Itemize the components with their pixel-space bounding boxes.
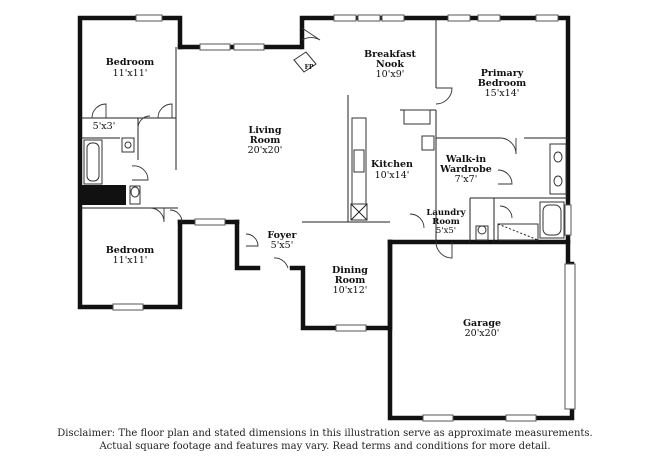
breakfast-name-2: Nook — [376, 59, 404, 70]
living-name-2: Room — [250, 135, 281, 146]
fixtures — [82, 51, 567, 241]
dining-name-1: Dining — [332, 265, 368, 276]
primary-name-1: Primary — [481, 68, 524, 79]
walkin-name-2: Wardrobe — [439, 164, 492, 175]
fireplace-icon — [293, 51, 317, 73]
windows — [112, 14, 576, 422]
garage-name: Garage — [463, 318, 501, 329]
walls — [77, 15, 575, 421]
kitchen-dims: 10'x14' — [375, 170, 410, 181]
room-labels: Bedroom 11'x11' 5'x3' Living Room 20'x20… — [93, 49, 527, 339]
doors — [91, 27, 517, 269]
breakfast-name-1: Breakfast — [364, 49, 416, 60]
laundry-name-2: Room — [432, 217, 459, 227]
laundry-dims: 5'x5' — [436, 226, 456, 236]
disclaimer: Disclaimer: The floor plan and stated di… — [0, 427, 650, 453]
living-name-1: Living — [249, 125, 282, 136]
laundry-name-1: Laundry — [426, 208, 466, 218]
walkin-name-1: Walk-in — [445, 154, 486, 165]
bedroom-nw-name: Bedroom — [106, 57, 154, 68]
bath-small-dims: 5'x3' — [93, 121, 116, 132]
disclaimer-line-2: Actual square footage and features may v… — [99, 441, 551, 452]
stairs-block — [82, 185, 126, 205]
kitchen-name: Kitchen — [371, 159, 413, 170]
foyer-name: Foyer — [267, 230, 297, 241]
primary-dims: 15'x14' — [485, 88, 520, 99]
garage-dims: 20'x20' — [465, 328, 500, 339]
dining-name-2: Room — [335, 275, 366, 286]
living-dims: 20'x20' — [248, 145, 283, 156]
dining-dims: 10'x12' — [333, 285, 368, 296]
bedroom-sw-name: Bedroom — [106, 245, 154, 256]
foyer-dims: 5'x5' — [271, 240, 294, 251]
breakfast-dims: 10'x9' — [376, 69, 405, 80]
walkin-dims: 7'x7' — [455, 174, 478, 185]
primary-name-2: Bedroom — [478, 78, 526, 89]
bedroom-sw-dims: 11'x11' — [113, 255, 148, 266]
bedroom-nw-dims: 11'x11' — [113, 68, 148, 79]
disclaimer-line-1: Disclaimer: The floor plan and stated di… — [57, 428, 593, 439]
fireplace-label: FP — [305, 64, 314, 71]
